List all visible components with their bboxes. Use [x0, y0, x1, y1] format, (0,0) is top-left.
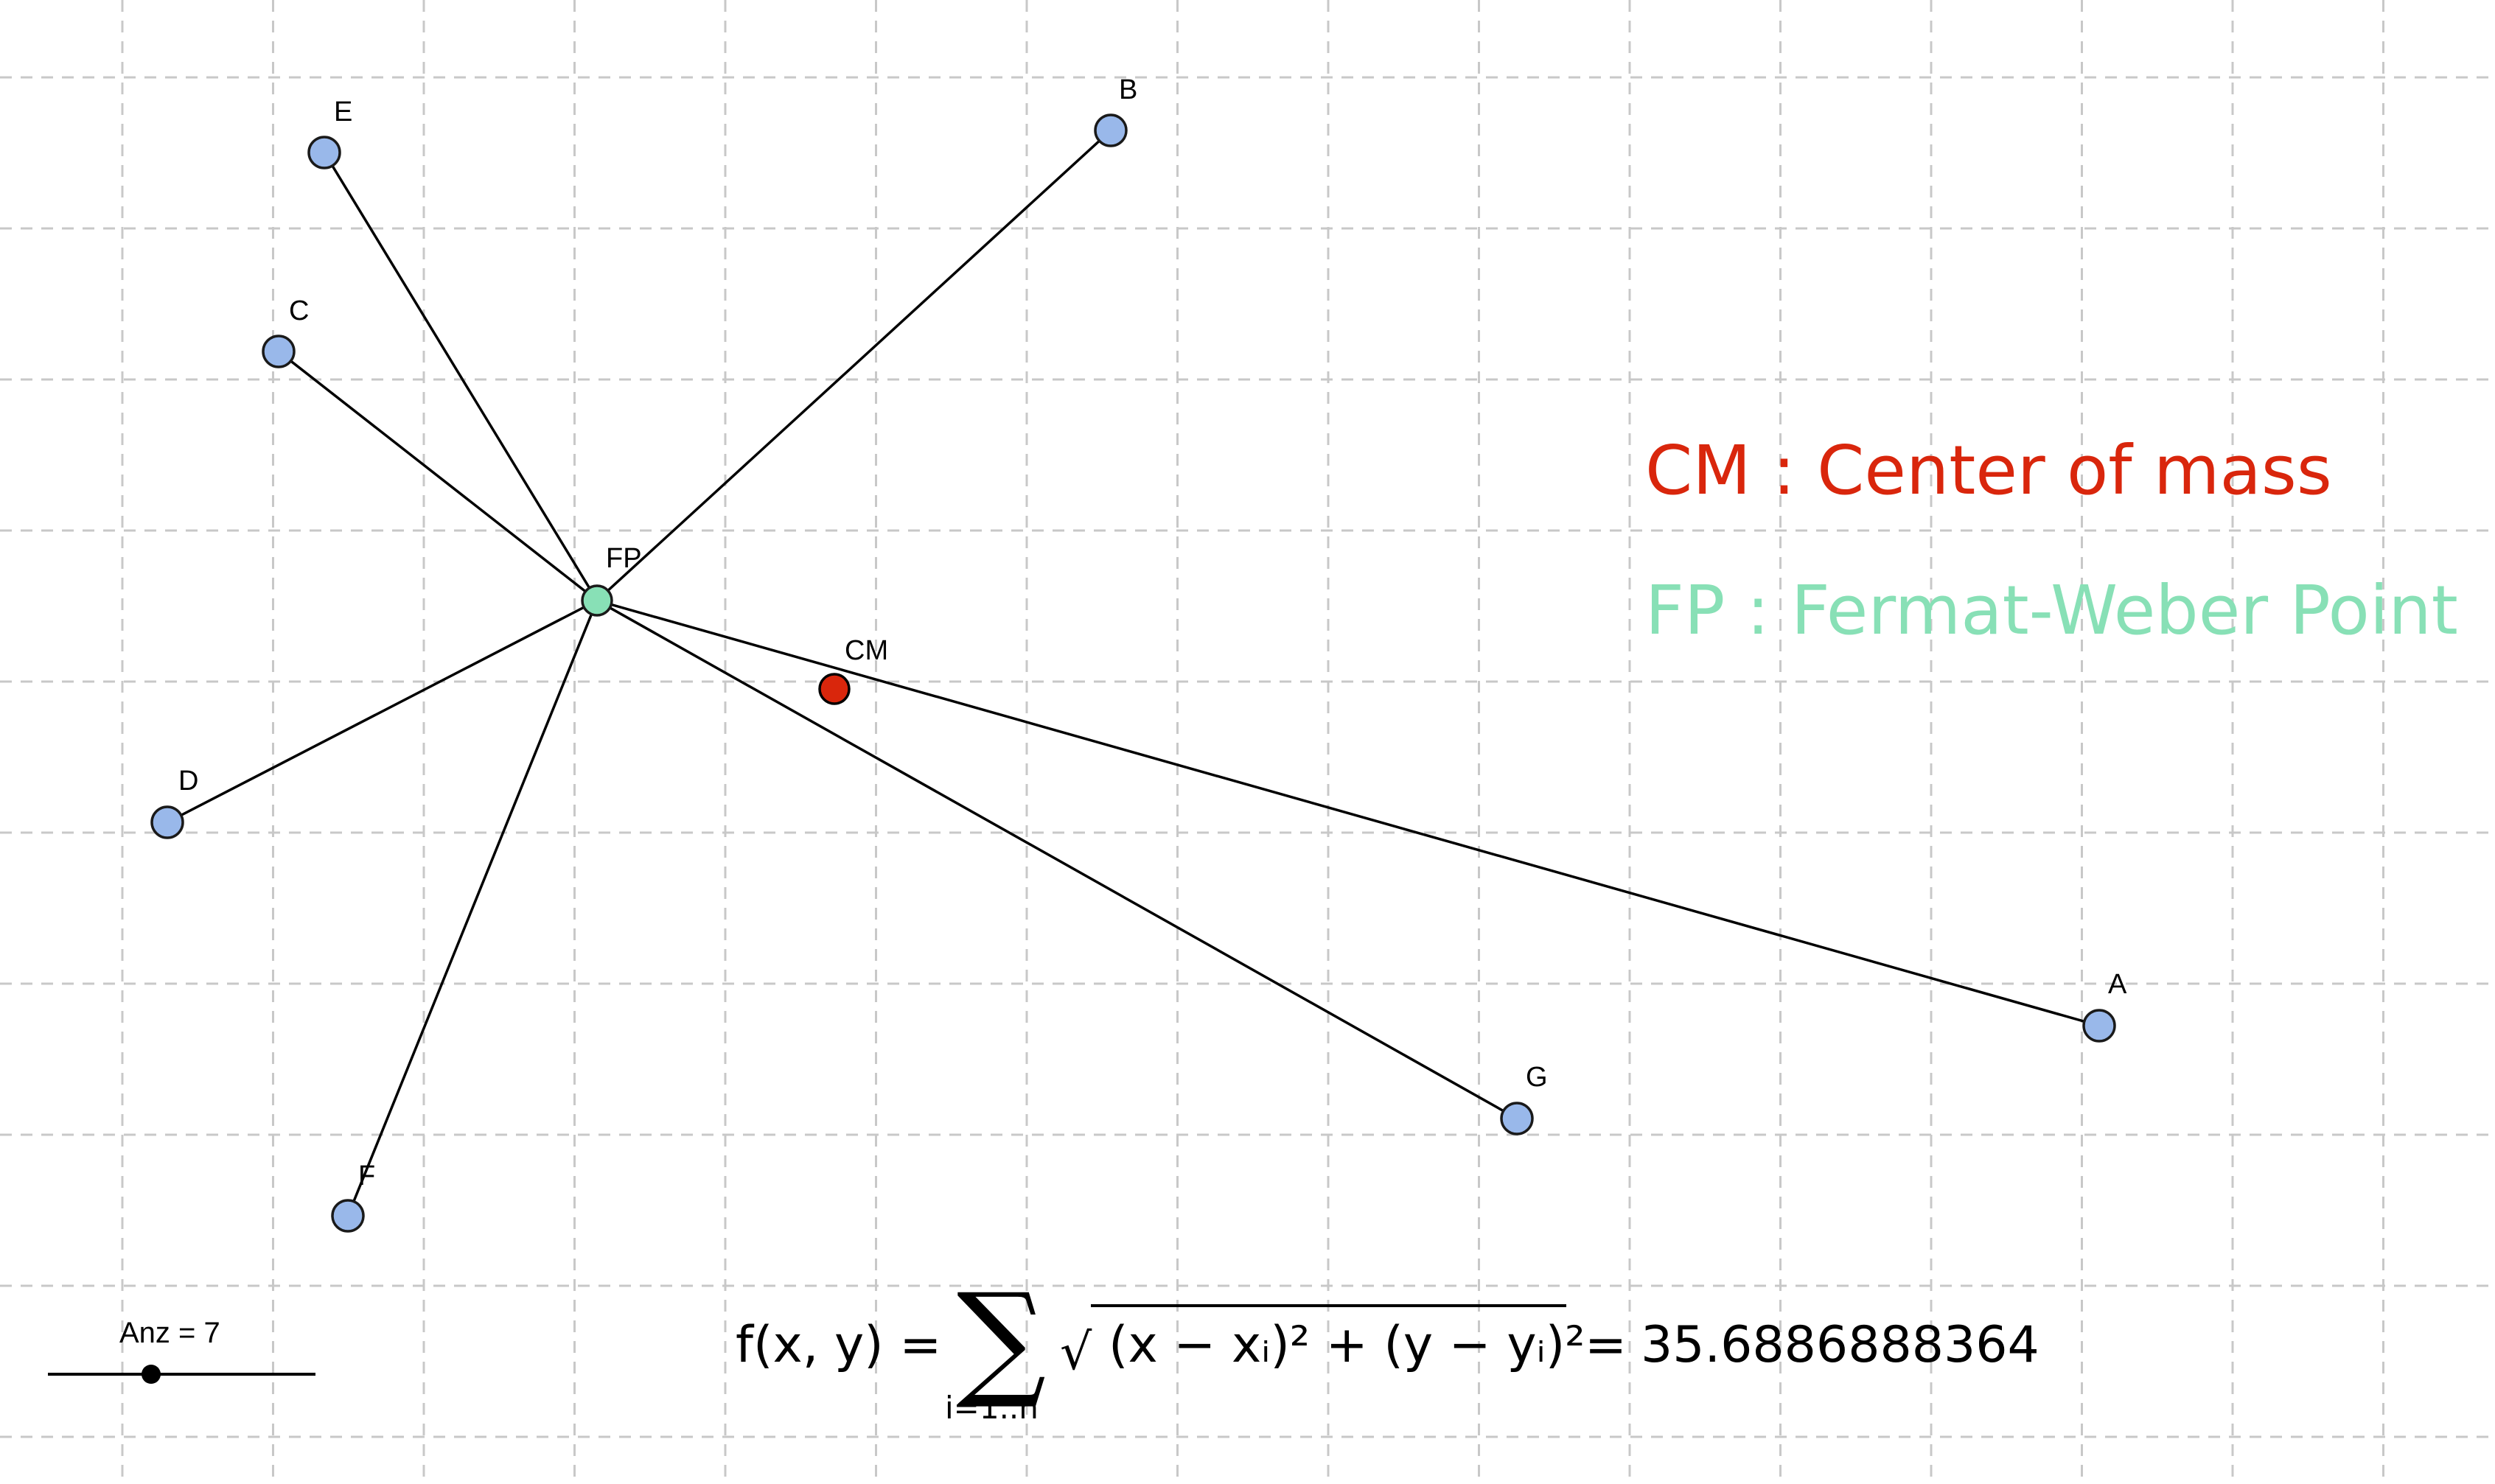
sigma-symbol: ∑ [957, 1267, 1046, 1413]
point-marker[interactable] [262, 335, 296, 368]
point-c[interactable]: C [262, 295, 309, 368]
segment-fp-a [596, 599, 2100, 1027]
point-marker[interactable] [1094, 113, 1128, 147]
point-marker[interactable] [2082, 1009, 2116, 1043]
point-label: C [289, 295, 309, 326]
point-marker[interactable] [331, 1199, 365, 1233]
point-b[interactable]: B [1094, 74, 1137, 147]
segment-fp-d [167, 599, 598, 824]
points-layer: A B C D E F G FP CM [150, 74, 2127, 1233]
segment-fp-g [596, 599, 1518, 1120]
point-marker[interactable] [150, 805, 184, 839]
formula-equals: = [1585, 1316, 1627, 1374]
sum-index-range: i=1..n [945, 1390, 1039, 1426]
point-label: F [358, 1161, 375, 1191]
formula-radicand: (x − xᵢ)² + (y − yᵢ)² [1109, 1316, 1585, 1374]
point-marker[interactable] [307, 136, 341, 169]
point-label: CM [845, 635, 888, 666]
segment-fp-c [277, 350, 599, 602]
legend-center-of-mass: CM : Center of mass [1645, 431, 2332, 510]
point-a[interactable]: A [2082, 969, 2127, 1043]
point-cm[interactable]: CM [818, 635, 888, 705]
slider-label: Anz = 7 [119, 1317, 220, 1349]
point-label: G [1526, 1062, 1548, 1093]
point-marker[interactable] [581, 584, 613, 617]
sqrt-symbol: √ [1060, 1323, 1092, 1382]
point-fp[interactable]: FP [581, 543, 642, 617]
point-marker[interactable] [1500, 1102, 1534, 1135]
segment-fp-e [323, 152, 599, 601]
point-g[interactable]: G [1500, 1062, 1548, 1135]
segment-fp-b [596, 129, 1112, 602]
point-f[interactable]: F [331, 1161, 375, 1233]
point-label: A [2108, 969, 2127, 1000]
slider-handle[interactable] [142, 1365, 161, 1384]
point-label: FP [606, 543, 642, 574]
point-d[interactable]: D [150, 766, 198, 839]
point-label: D [178, 766, 198, 797]
point-marker[interactable] [818, 673, 851, 705]
formula-value: 35.6886888364 [1641, 1316, 2039, 1374]
point-e[interactable]: E [307, 97, 352, 169]
anz-slider[interactable]: Anz = 7 [48, 1317, 315, 1384]
point-label: B [1119, 74, 1137, 105]
distance-segments [167, 129, 2100, 1217]
segment-fp-f [346, 600, 599, 1217]
point-label: E [334, 97, 352, 127]
objective-function-formula: f(x, y) = ∑ i=1..n √ (x − xᵢ)² + (y − yᵢ… [736, 1267, 2039, 1426]
legend-fermat-weber-point: FP : Fermat-Weber Point [1645, 571, 2458, 650]
formula-lhs: f(x, y) = [736, 1316, 941, 1374]
